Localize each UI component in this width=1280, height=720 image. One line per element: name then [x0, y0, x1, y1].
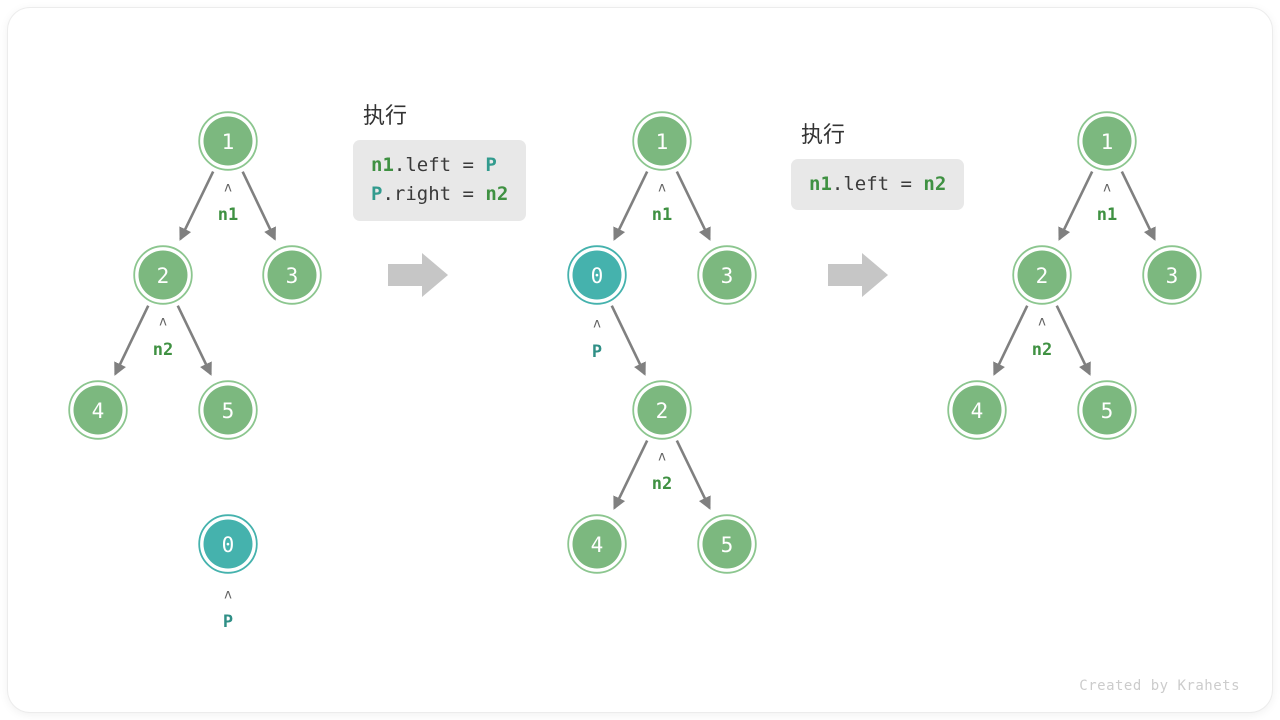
code-token: n1 — [809, 173, 832, 195]
pointer-caret-icon: ʌ — [159, 315, 167, 330]
code-token: P — [485, 154, 497, 176]
tree-node-value: 4 — [971, 399, 984, 423]
tree-node-value: 1 — [656, 130, 669, 154]
tree-node[interactable]: 1 — [1077, 111, 1137, 171]
tree-node[interactable]: 5 — [1077, 380, 1137, 440]
tree-node[interactable]: 3 — [262, 245, 322, 305]
tree-edge — [613, 171, 649, 241]
tree-node-value: 3 — [1166, 264, 1179, 288]
tree-node-value: 5 — [721, 533, 734, 557]
pointer-label: n1 — [652, 205, 672, 225]
tree-edge — [179, 171, 215, 241]
tree-node[interactable]: 1 — [198, 111, 258, 171]
tree-edge — [675, 171, 711, 241]
pointer-caret-icon: ʌ — [658, 450, 666, 465]
tree-edge — [613, 440, 649, 510]
transition-arrows-layer — [388, 253, 888, 297]
credit-text: Created by Krahets — [1079, 678, 1240, 694]
tree-edge — [1055, 305, 1091, 376]
tree-node-value: 4 — [92, 399, 105, 423]
tree-node[interactable]: 2 — [1012, 245, 1072, 305]
tree-node[interactable]: 0 — [198, 514, 258, 574]
pointer-caret-icon: ʌ — [1103, 181, 1111, 196]
tree-node-value: 2 — [157, 264, 170, 288]
pointer-label: P — [223, 612, 233, 632]
transition-arrow-icon — [828, 253, 888, 297]
code-line: n1.left = P — [371, 151, 508, 180]
pointer-label: n1 — [1097, 205, 1117, 225]
tree-edge — [610, 305, 646, 376]
code-token: n1 — [371, 154, 394, 176]
tree-node-value: 5 — [222, 399, 235, 423]
tree-node-value: 2 — [1036, 264, 1049, 288]
tree-node[interactable]: 2 — [133, 245, 193, 305]
pointer-caret-icon: ʌ — [658, 181, 666, 196]
tree-node-value: 4 — [591, 533, 604, 557]
pointer-label: n2 — [1032, 340, 1052, 360]
code-token: n2 — [485, 183, 509, 206]
tree-node[interactable]: 1 — [632, 111, 692, 171]
pointer-caret-icon: ʌ — [224, 181, 232, 196]
tree-node[interactable]: 5 — [198, 380, 258, 440]
tree-edges-layer — [114, 171, 1156, 510]
tree-edge — [114, 305, 150, 376]
tree-node-value: 3 — [721, 264, 734, 288]
pointer-caret-icon: ʌ — [1038, 315, 1046, 330]
tree-nodes-layer: 1 2 3 4 5 0 1 0 3 2 4 5 1 2 3 4 5 — [68, 111, 1202, 574]
tree-edge — [176, 305, 212, 376]
tree-node-value: 2 — [656, 399, 669, 423]
pointer-caret-icon: ʌ — [593, 317, 601, 332]
tree-node[interactable]: 3 — [1142, 245, 1202, 305]
tree-edge — [1058, 171, 1094, 241]
code-token: n2 — [923, 173, 947, 195]
code-line: P.right = n2 — [371, 180, 508, 209]
tree-node[interactable]: 0 — [567, 245, 627, 305]
tree-edge — [241, 171, 276, 241]
code-line: n1.left = n2 — [809, 170, 946, 199]
tree-node-value: 1 — [1101, 130, 1114, 154]
pointer-label: P — [592, 342, 602, 362]
transition-arrow-icon — [388, 253, 448, 297]
code-token: P — [371, 183, 383, 206]
tree-node-value: 5 — [1101, 399, 1114, 423]
tree-node-value: 1 — [222, 130, 235, 154]
tree-edge — [675, 440, 711, 510]
tree-edge — [1120, 171, 1156, 241]
pointer-label: n1 — [218, 205, 238, 225]
caption-execute-2: 执行 — [801, 123, 846, 148]
tree-node-value: 0 — [591, 264, 604, 288]
tree-node-value: 3 — [286, 264, 299, 288]
code-token: .right = — [382, 183, 486, 206]
code-box-step-2: n1.left = n2 — [791, 159, 965, 211]
tree-node[interactable]: 5 — [697, 514, 757, 574]
tree-node[interactable]: 4 — [947, 380, 1007, 440]
code-token: .left = — [393, 154, 486, 176]
tree-node[interactable]: 2 — [632, 380, 692, 440]
tree-node[interactable]: 4 — [68, 380, 128, 440]
pointer-label: n2 — [652, 474, 672, 494]
pointer-label: n2 — [153, 340, 173, 360]
tree-node-value: 0 — [222, 533, 235, 557]
caption-execute-1: 执行 — [363, 104, 408, 129]
pointer-caret-icon: ʌ — [224, 588, 232, 603]
tree-edge — [993, 305, 1029, 376]
code-token: .left = — [831, 173, 924, 195]
tree-node[interactable]: 4 — [567, 514, 627, 574]
tree-node[interactable]: 3 — [697, 245, 757, 305]
